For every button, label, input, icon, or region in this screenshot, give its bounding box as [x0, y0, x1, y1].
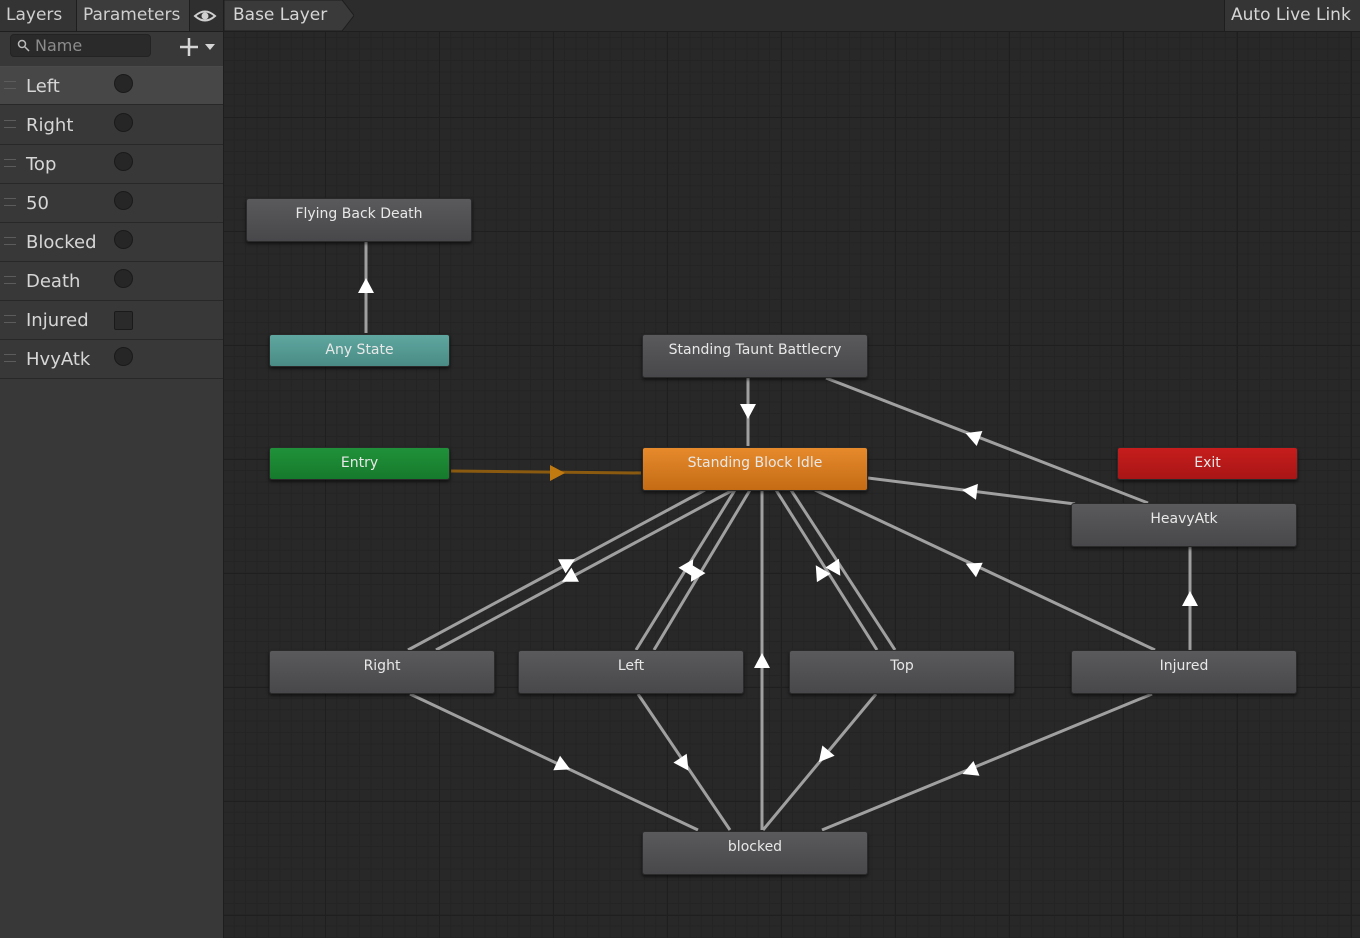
breadcrumb-arrow-icon [224, 0, 354, 31]
search-input[interactable] [35, 35, 145, 56]
state-label: HeavyAtk [1150, 511, 1218, 527]
parameter-name: Injured [26, 310, 89, 331]
trigger-toggle[interactable] [114, 347, 133, 366]
state-label: Any State [325, 342, 394, 358]
state-label: Top [890, 658, 914, 674]
state-right[interactable]: Right [269, 650, 495, 694]
trigger-toggle[interactable] [114, 191, 133, 210]
parameter-name: 50 [26, 193, 49, 214]
drag-handle-icon[interactable] [4, 198, 16, 206]
plus-icon [180, 38, 215, 56]
search-row [0, 32, 223, 64]
search-icon [17, 39, 30, 52]
state-standing-taunt-battlecry[interactable]: Standing Taunt Battlecry [642, 334, 868, 378]
state-exit[interactable]: Exit [1117, 447, 1298, 480]
parameter-row-blocked[interactable]: Blocked [0, 223, 223, 262]
parameter-row-left[interactable]: Left [0, 66, 223, 105]
panel-tabs: Layers Parameters [0, 0, 223, 32]
parameters-panel: Layers Parameters Left [0, 0, 224, 938]
state-top[interactable]: Top [789, 650, 1015, 694]
state-heavyatk[interactable]: HeavyAtk [1071, 503, 1297, 547]
drag-handle-icon[interactable] [4, 120, 16, 128]
trigger-toggle[interactable] [114, 152, 133, 171]
trigger-toggle[interactable] [114, 269, 133, 288]
tab-parameters[interactable]: Parameters [77, 0, 190, 31]
eye-icon[interactable] [192, 5, 218, 27]
trigger-toggle[interactable] [114, 74, 133, 93]
drag-handle-icon[interactable] [4, 81, 16, 89]
tab-layers[interactable]: Layers [0, 0, 77, 31]
drag-handle-icon[interactable] [4, 354, 16, 362]
parameter-row-top[interactable]: Top [0, 145, 223, 184]
add-parameter-button[interactable] [178, 36, 220, 58]
parameter-name: HvyAtk [26, 349, 91, 370]
bool-checkbox[interactable] [114, 311, 133, 330]
parameter-row-death[interactable]: Death [0, 262, 223, 301]
state-label: Standing Taunt Battlecry [668, 342, 842, 358]
parameter-name: Left [26, 76, 60, 97]
trigger-toggle[interactable] [114, 230, 133, 249]
drag-handle-icon[interactable] [4, 159, 16, 167]
drag-handle-icon[interactable] [4, 237, 16, 245]
graph-toolbar: Base Layer Auto Live Link [224, 0, 1360, 32]
parameter-row-right[interactable]: Right [0, 106, 223, 145]
state-left[interactable]: Left [518, 650, 744, 694]
search-field[interactable] [10, 34, 151, 57]
state-label: Entry [340, 455, 379, 471]
parameter-name: Blocked [26, 232, 97, 253]
state-entry[interactable]: Entry [269, 447, 450, 480]
trigger-toggle[interactable] [114, 113, 133, 132]
state-label: Injured [1159, 658, 1209, 674]
state-label: Left [617, 658, 645, 674]
state-label: Standing Block Idle [687, 455, 823, 471]
state-label: Right [363, 658, 401, 674]
parameter-row-hvyatk[interactable]: HvyAtk [0, 340, 223, 379]
parameter-name: Death [26, 271, 81, 292]
parameter-row-50[interactable]: 50 [0, 184, 223, 223]
state-injured[interactable]: Injured [1071, 650, 1297, 694]
state-standing-block-idle[interactable]: Standing Block Idle [642, 447, 868, 491]
state-blocked[interactable]: blocked [642, 831, 868, 875]
parameter-name: Right [26, 115, 74, 136]
state-label: Flying Back Death [295, 206, 423, 222]
parameter-row-injured[interactable]: Injured [0, 301, 223, 340]
state-label: blocked [727, 839, 783, 855]
parameter-name: Top [26, 154, 57, 175]
auto-live-link-button[interactable]: Auto Live Link [1224, 0, 1360, 31]
breadcrumb-label: Base Layer [233, 5, 328, 25]
state-any-state[interactable]: Any State [269, 334, 450, 367]
drag-handle-icon[interactable] [4, 315, 16, 323]
drag-handle-icon[interactable] [4, 276, 16, 284]
breadcrumb[interactable]: Base Layer [224, 0, 354, 31]
state-flying-back-death[interactable]: Flying Back Death [246, 198, 472, 242]
state-label: Exit [1194, 455, 1221, 471]
